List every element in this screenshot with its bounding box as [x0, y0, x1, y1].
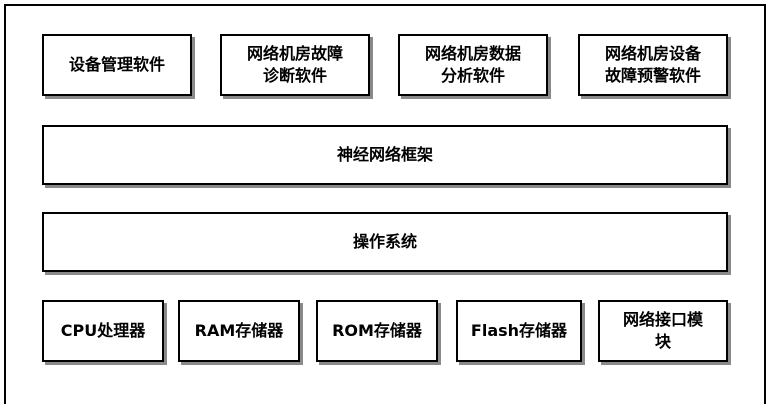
application-box-device-management: 设备管理软件 [42, 34, 192, 96]
application-label: 网络机房数据 分析软件 [424, 44, 521, 85]
hardware-label: 网络接口模 块 [622, 310, 703, 351]
application-box-fault-diagnosis: 网络机房故障 诊断软件 [220, 34, 370, 96]
outer-frame [4, 4, 766, 404]
hardware-label: CPU处理器 [60, 321, 146, 340]
hardware-box-network-interface: 网络接口模 块 [598, 300, 728, 362]
hardware-box-flash: Flash存储器 [456, 300, 582, 362]
application-label: 网络机房故障 诊断软件 [246, 44, 343, 85]
hardware-box-ram: RAM存储器 [178, 300, 300, 362]
hardware-label: ROM存储器 [332, 321, 422, 340]
hardware-label: RAM存储器 [194, 321, 284, 340]
hardware-label: Flash存储器 [470, 321, 568, 340]
layer-label: 操作系统 [352, 232, 417, 251]
layer-box-operating-system: 操作系统 [42, 212, 728, 272]
hardware-box-rom: ROM存储器 [316, 300, 438, 362]
application-label: 设备管理软件 [68, 55, 165, 74]
layer-box-neural-network-framework: 神经网络框架 [42, 125, 728, 185]
application-box-data-analysis: 网络机房数据 分析软件 [398, 34, 548, 96]
hardware-box-cpu: CPU处理器 [42, 300, 164, 362]
application-label: 网络机房设备 故障预警软件 [604, 44, 701, 85]
layer-label: 神经网络框架 [336, 145, 433, 164]
application-box-fault-warning: 网络机房设备 故障预警软件 [578, 34, 728, 96]
